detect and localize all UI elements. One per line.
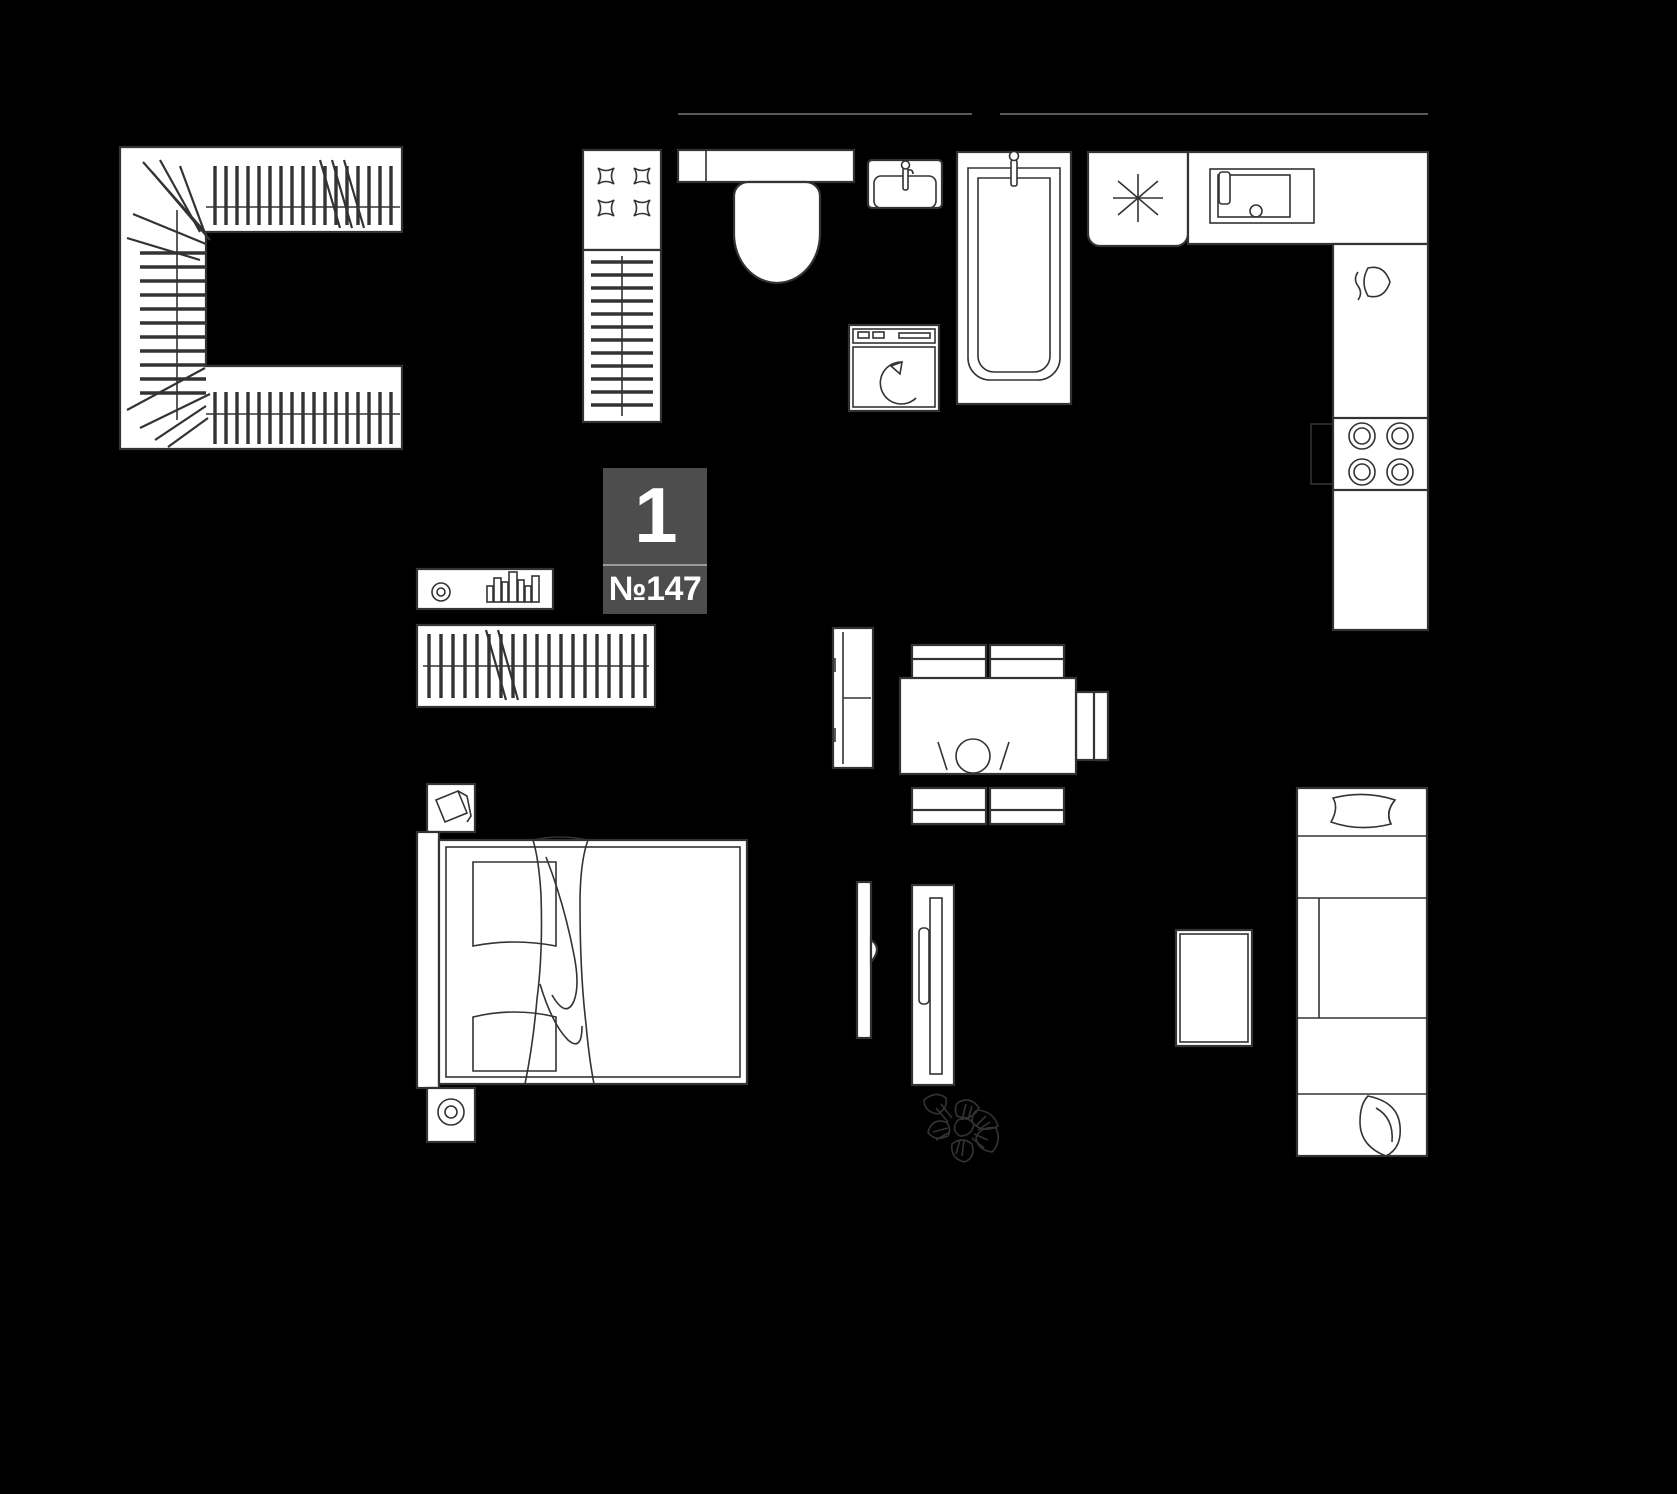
tv-wall xyxy=(855,880,879,1040)
apartment-number-badge[interactable]: 1 №147 xyxy=(603,468,707,614)
dining-table xyxy=(898,676,1078,776)
washing-machine xyxy=(847,323,941,413)
kitchen-hob-counter xyxy=(1186,150,1430,246)
kitchen-sink xyxy=(1086,150,1190,248)
dining-set xyxy=(898,643,1110,826)
bathtub xyxy=(955,150,1073,406)
wardrobe-u-shaped xyxy=(118,145,404,451)
kitchen-hood xyxy=(1354,266,1391,301)
tv-console xyxy=(910,883,956,1087)
toilet xyxy=(676,148,856,284)
badge-divider xyxy=(603,564,707,566)
cooktop-4-burner xyxy=(1310,416,1430,492)
hallway-wardrobe xyxy=(415,623,657,709)
entry-wardrobe xyxy=(581,248,663,424)
badge-unit-number: №147 xyxy=(608,570,702,608)
coffee-table xyxy=(1174,928,1254,1048)
entry-cabinet xyxy=(581,148,663,252)
nightstand xyxy=(425,782,477,834)
sideboard xyxy=(831,626,875,770)
washbasin xyxy=(866,158,944,210)
place-setting-icon xyxy=(937,738,1010,774)
floor-lamp xyxy=(425,1086,477,1144)
shoe-bench xyxy=(415,567,555,611)
potted-plant xyxy=(923,1093,1000,1163)
badge-rooms-count: 1 xyxy=(634,471,677,559)
double-bed xyxy=(415,830,749,1090)
sofa xyxy=(1295,786,1429,1158)
